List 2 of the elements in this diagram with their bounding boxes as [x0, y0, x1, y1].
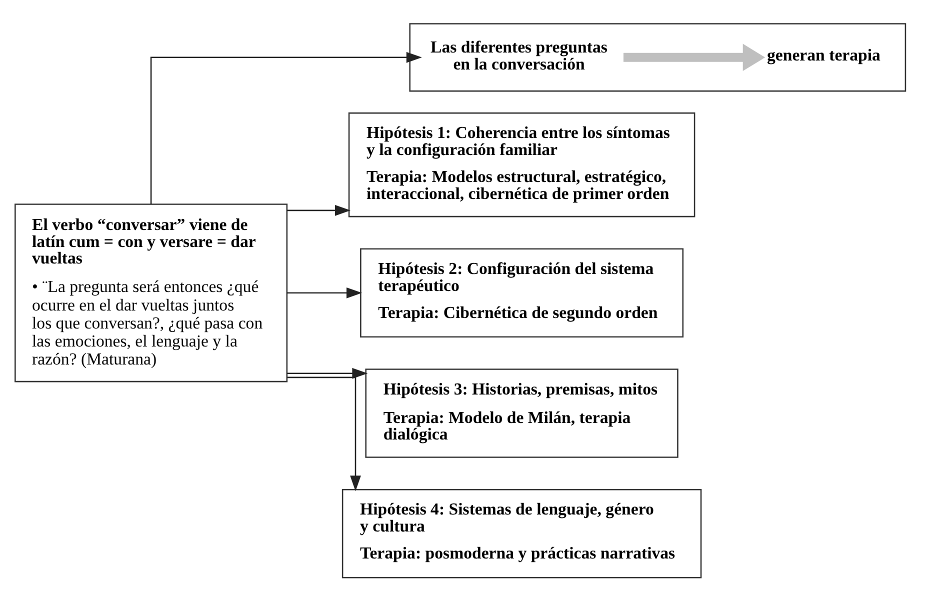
node-text: generan terapia [767, 46, 880, 65]
node-text: Las diferentes preguntas en la conversación [430, 38, 608, 74]
